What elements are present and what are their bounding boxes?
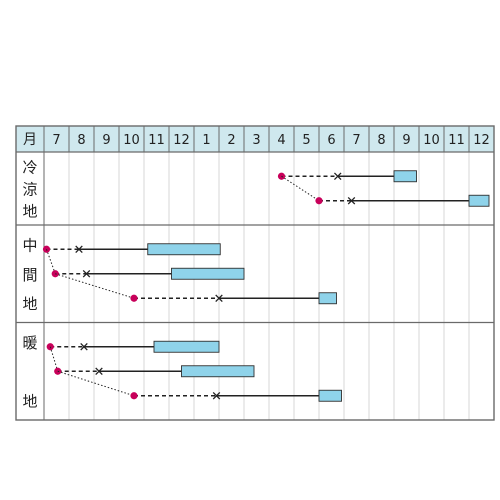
planting-x-mark	[333, 172, 342, 181]
month-tick-label: 10	[123, 133, 140, 148]
region-label-char: 涼	[22, 181, 37, 199]
header-background	[16, 126, 494, 152]
region-label-char: 地	[22, 295, 37, 313]
region-label-char: 冷	[22, 159, 37, 177]
region-label-char: 暖	[22, 334, 37, 352]
sowing-dot	[315, 197, 323, 205]
planting-x-mark	[75, 245, 83, 254]
month-tick-label: 11	[448, 133, 465, 148]
month-tick-label: 8	[77, 133, 85, 148]
sowing-connector	[281, 175, 320, 202]
sowing-dot	[130, 294, 138, 302]
month-tick-label: 6	[327, 133, 335, 148]
month-tick-label: 5	[302, 133, 310, 148]
month-tick-label: 4	[277, 133, 285, 148]
chart-frame	[15, 125, 495, 421]
month-tick-label: 3	[252, 133, 260, 148]
region-label-char: 間	[22, 266, 37, 284]
region-label-char: 地	[22, 202, 37, 220]
sowing-connector	[49, 346, 59, 372]
month-tick-label: 1	[202, 133, 210, 148]
harvest-bar	[147, 243, 221, 256]
month-tick-label: 12	[473, 133, 490, 148]
sowing-dot	[130, 392, 138, 400]
month-tick-label: 9	[402, 133, 410, 148]
planting-x-mark	[347, 196, 356, 205]
month-tick-label: 2	[227, 133, 235, 148]
month-tick-label: 7	[352, 133, 360, 148]
month-tick-label: 8	[377, 133, 385, 148]
month-tick-label: 9	[102, 133, 110, 148]
harvest-bar	[153, 340, 220, 353]
harvest-bar	[468, 194, 490, 207]
month-tick-label: 10	[423, 133, 440, 148]
header-month-label: 月	[23, 132, 37, 148]
harvest-bar	[318, 389, 342, 402]
sowing-connector	[57, 370, 135, 397]
planting-x-mark	[212, 391, 221, 400]
region-label-char: 中	[22, 237, 37, 255]
harvest-bar	[171, 267, 245, 280]
sowing-connector	[46, 249, 56, 274]
sowing-connector	[55, 273, 135, 299]
planting-x-mark	[215, 294, 223, 303]
month-tick-label: 12	[173, 133, 190, 148]
harvest-bar	[318, 292, 337, 305]
planting-x-mark	[95, 367, 103, 376]
region-label-char: 地	[22, 393, 37, 411]
month-tick-label: 11	[148, 133, 165, 148]
planting-x-mark	[82, 269, 91, 278]
planting-x-mark	[80, 342, 88, 351]
month-tick-label: 7	[52, 133, 60, 148]
harvest-bar	[393, 170, 417, 183]
harvest-bar	[181, 365, 255, 378]
